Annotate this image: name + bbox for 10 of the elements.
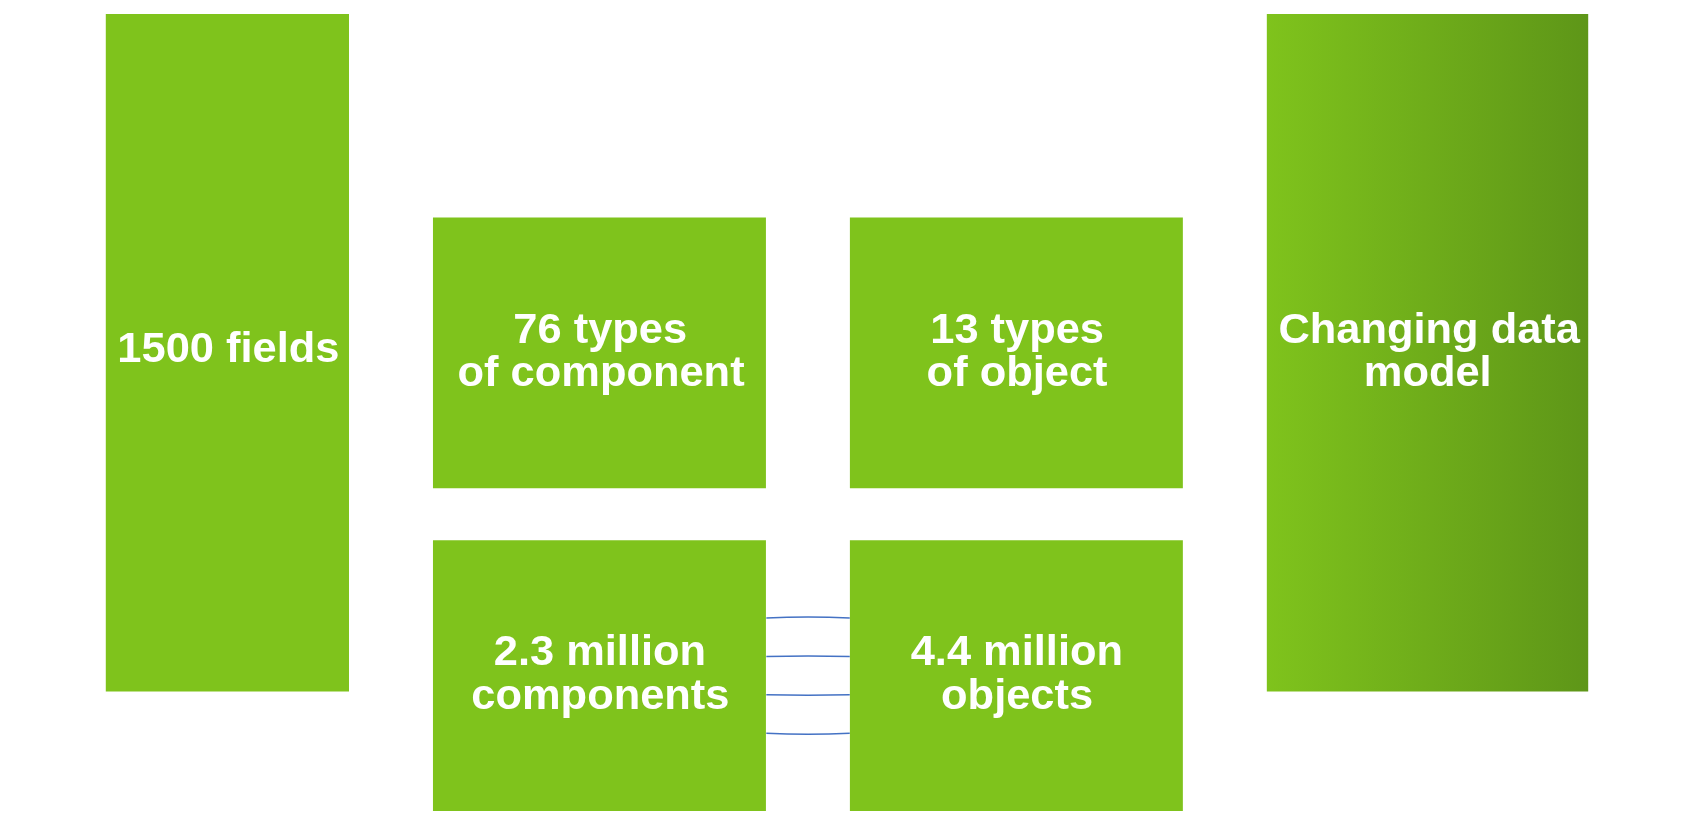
connector [765, 694, 850, 696]
node-box: 2.3 million components [432, 540, 766, 811]
connector [765, 732, 850, 735]
connector [765, 655, 850, 658]
connector [765, 616, 850, 619]
node-box: 13 types of object [849, 217, 1183, 489]
node-box: 1500 fields [105, 14, 349, 692]
node-box: 4.4 million objects [849, 540, 1183, 811]
node-box: Changing data model [1266, 14, 1588, 692]
node-box: 76 types of component [432, 217, 766, 489]
